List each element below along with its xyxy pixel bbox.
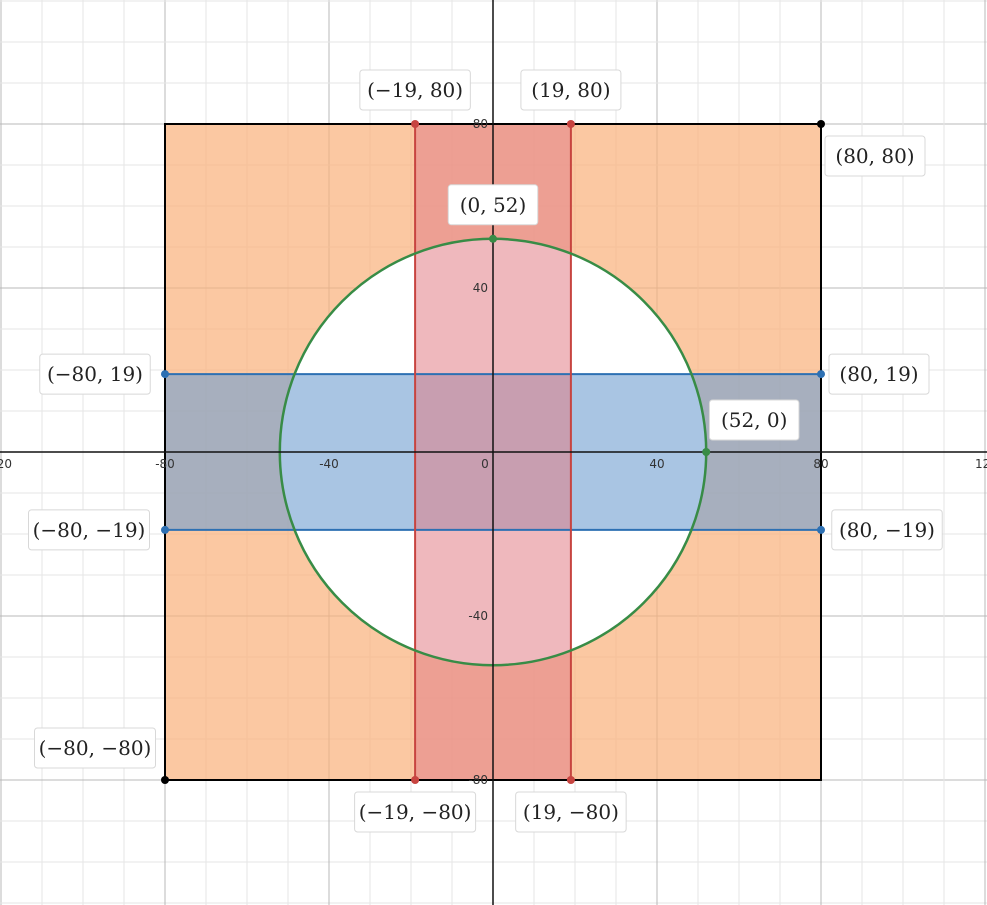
point-52-0-label: (52, 0) — [708, 399, 800, 441]
point-neg19-80-label-text: (−19, 80) — [367, 78, 463, 102]
point-neg19-neg80[interactable] — [411, 776, 420, 784]
point-52-0[interactable] — [702, 448, 711, 456]
point-80-19-label-box — [828, 353, 930, 395]
point-80-80-label-text: (80, 80) — [835, 144, 914, 168]
point-neg80-neg80-label: (−80, −80) — [34, 727, 156, 769]
point-neg80-19-label-text: (−80, 19) — [47, 362, 143, 386]
point-neg80-neg19-label-text: (−80, −19) — [33, 518, 146, 542]
x-tick-label: 0 — [481, 457, 489, 471]
point-neg19-neg80-label-text: (−19, −80) — [359, 800, 472, 824]
point-neg19-80[interactable] — [411, 120, 420, 128]
point-neg80-neg19-label: (−80, −19) — [28, 509, 150, 551]
point-80-80-label-box — [824, 135, 926, 177]
point-neg80-neg80-label-box — [34, 727, 156, 769]
point-neg19-neg80-label-box — [354, 791, 477, 833]
point-80-80[interactable] — [817, 120, 825, 128]
point-80-19-label: (80, 19) — [828, 353, 930, 395]
point-neg80-neg19-label-box — [28, 509, 150, 551]
point-80-80-label: (80, 80) — [824, 135, 926, 177]
point-neg19-80-label: (−19, 80) — [359, 69, 471, 111]
x-tick-label: 80 — [813, 457, 828, 471]
point-80-neg19-label-box — [831, 509, 943, 551]
point-neg80-19[interactable] — [161, 370, 169, 379]
point-80-neg19[interactable] — [817, 525, 825, 534]
point-52-0-label-box — [708, 399, 800, 441]
x-tick-label: -80 — [155, 457, 175, 471]
y-tick-label: -80 — [468, 773, 488, 787]
point-80-neg19-label-text: (80, −19) — [839, 518, 935, 542]
y-tick-label: -40 — [468, 609, 488, 623]
x-tick-label: 12 — [975, 457, 987, 471]
point-19-neg80[interactable] — [566, 776, 575, 784]
x-tick-label: -20 — [0, 457, 12, 471]
x-tick-label: -40 — [319, 457, 339, 471]
point-neg80-neg19[interactable] — [161, 525, 169, 534]
tick-labels: -20 -80 -40 0 40 80 12 80 40 -40 -80 — [0, 117, 987, 787]
point-0-52-label: (0, 52) — [447, 184, 539, 226]
point-19-80[interactable] — [566, 120, 575, 128]
point-0-52-label-text: (0, 52) — [460, 193, 527, 217]
point-neg80-19-label: (−80, 19) — [39, 353, 151, 395]
point-19-80-label-text: (19, 80) — [531, 78, 610, 102]
point-19-80-label: (19, 80) — [520, 69, 622, 111]
point-neg80-19-label-box — [39, 353, 151, 395]
point-neg80-neg80-label-text: (−80, −80) — [39, 736, 152, 760]
point-neg19-neg80-label: (−19, −80) — [354, 791, 477, 833]
x-tick-label: 40 — [649, 457, 664, 471]
point-80-neg19-label: (80, −19) — [831, 509, 943, 551]
point-80-19[interactable] — [817, 370, 825, 379]
point-19-80-label-box — [520, 69, 622, 111]
point-19-neg80-label: (19, −80) — [515, 791, 627, 833]
points — [161, 120, 825, 784]
point-labels: (−19, 80) (19, 80) (80, 80) (0, 52) (−80, 19… — [28, 69, 943, 833]
point-80-19-label-text: (80, 19) — [839, 362, 918, 386]
y-tick-label: 40 — [473, 281, 488, 295]
y-tick-label: 80 — [473, 117, 488, 131]
point-52-0-label-text: (52, 0) — [721, 408, 788, 432]
point-neg80-neg80[interactable] — [161, 776, 169, 784]
point-neg19-80-label-box — [359, 69, 471, 111]
point-19-neg80-label-text: (19, −80) — [523, 800, 619, 824]
point-0-52-label-box — [447, 184, 539, 226]
point-0-52[interactable] — [489, 234, 497, 243]
point-19-neg80-label-box — [515, 791, 627, 833]
